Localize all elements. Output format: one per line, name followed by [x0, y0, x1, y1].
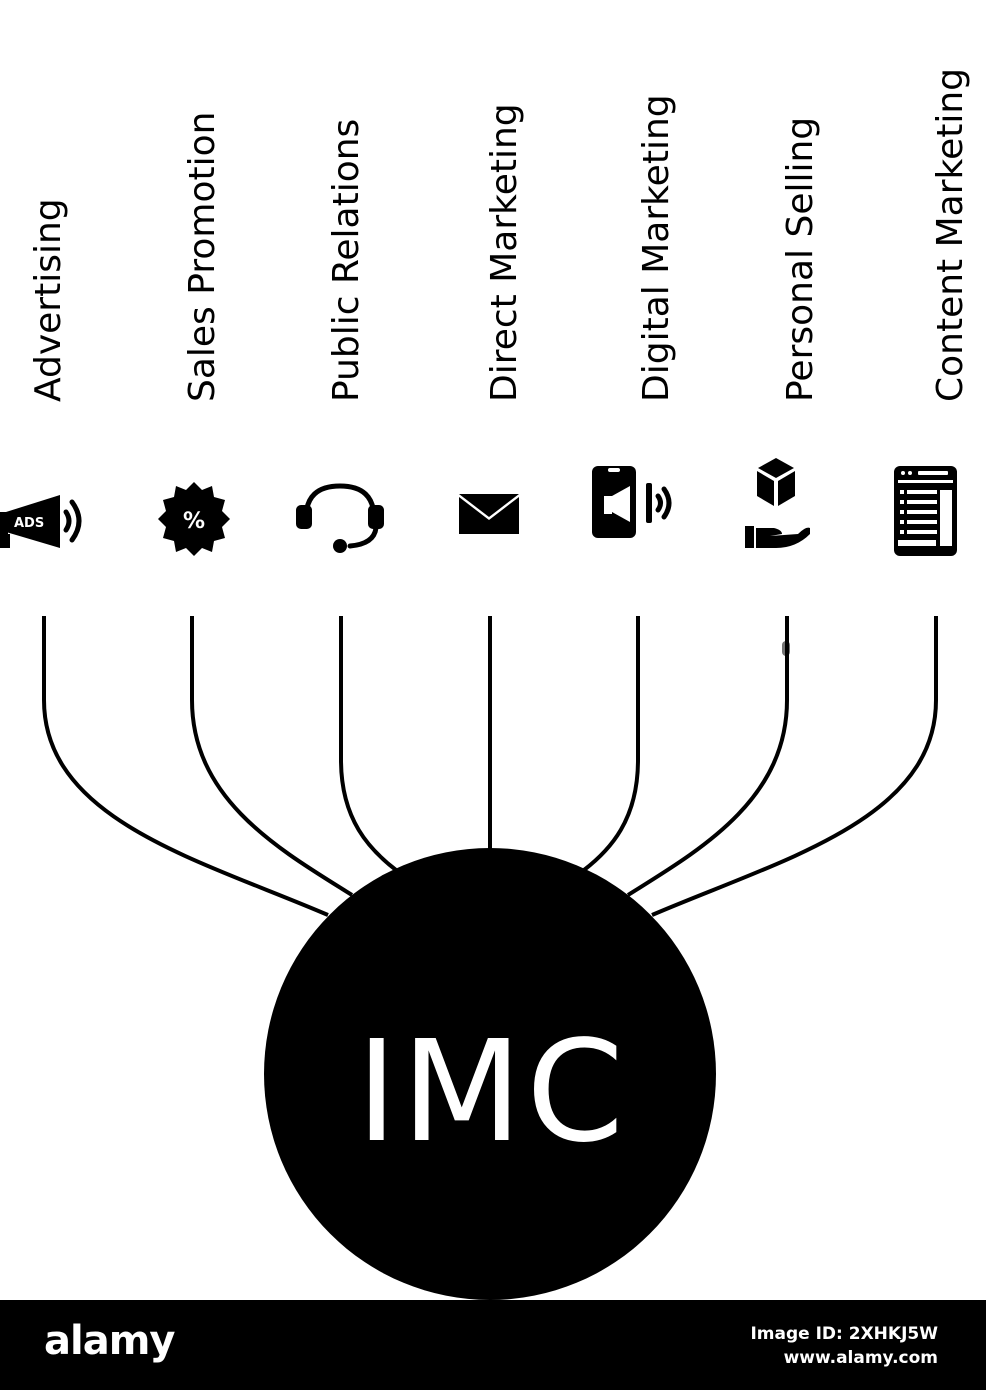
imc-diagram: Advertising Sales Promotion Public Relat…	[0, 68, 971, 1300]
connector-personal-selling	[626, 616, 789, 897]
megaphone-ads-icon: ADS	[0, 495, 82, 548]
connector-advertising	[42, 616, 329, 917]
watermark-mark-1	[485, 891, 495, 910]
watermark-marks	[485, 641, 790, 1177]
channel-labels: Advertising Sales Promotion Public Relat…	[28, 68, 971, 402]
footer-image-info: Image ID: 2XHKJ5W www.alamy.com	[750, 1322, 938, 1370]
label-personal-selling: Personal Selling	[780, 117, 821, 402]
imc-label: IMC	[356, 1011, 628, 1174]
watermark-mark-4	[782, 641, 790, 656]
connector-sales-promotion	[190, 616, 354, 897]
footer-logo: alamy	[44, 1318, 175, 1364]
connector-content-marketing	[651, 616, 938, 917]
connector-digital-marketing	[582, 616, 640, 872]
footer-site: www.alamy.com	[783, 1348, 938, 1368]
connector-lines	[42, 616, 938, 917]
watermark-mark-3	[634, 1032, 642, 1047]
watermark-mark-2	[485, 1158, 495, 1177]
envelope-icon	[459, 494, 519, 534]
connector-public-relations	[339, 616, 398, 872]
imc-hub: IMC	[264, 848, 716, 1300]
ads-text: ADS	[14, 516, 44, 531]
label-digital-marketing: Digital Marketing	[636, 94, 677, 402]
label-sales-promotion: Sales Promotion	[182, 112, 223, 402]
label-direct-marketing: Direct Marketing	[484, 103, 525, 402]
web-content-icon	[894, 466, 957, 556]
label-public-relations: Public Relations	[326, 119, 367, 402]
headset-icon	[296, 483, 384, 553]
channel-icons: ADS %	[0, 458, 957, 556]
phone-megaphone-icon	[592, 466, 672, 538]
footer-image-id: Image ID: 2XHKJ5W	[750, 1324, 938, 1344]
label-content-marketing: Content Marketing	[930, 68, 971, 402]
percent-text: %	[183, 509, 205, 534]
imc-circle	[264, 848, 716, 1300]
footer-bar: alamy Image ID: 2XHKJ5W www.alamy.com	[0, 1300, 986, 1390]
label-advertising: Advertising	[28, 198, 69, 402]
discount-badge-icon: %	[158, 482, 230, 556]
hand-box-icon	[745, 458, 810, 548]
